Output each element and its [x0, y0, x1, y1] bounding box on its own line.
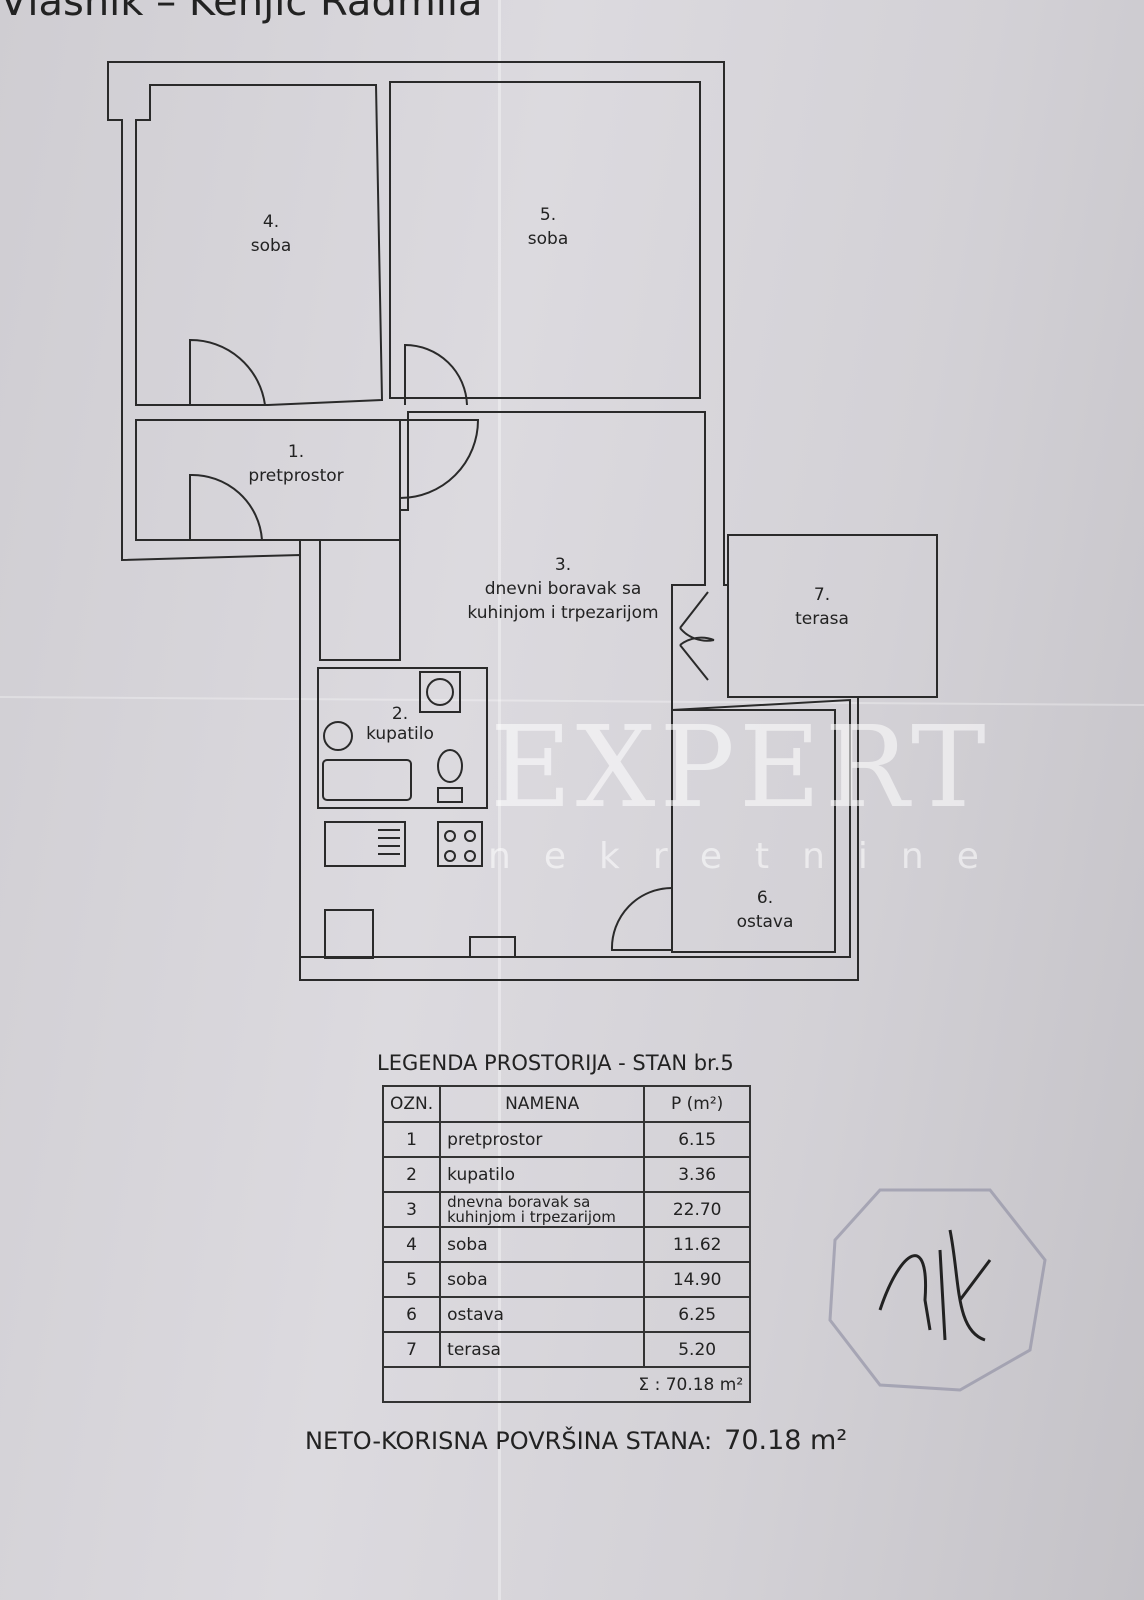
room-4-outline [135, 84, 384, 406]
net-area: NETO-KORISNA POVRŠINA STANA:70.18 m² [305, 1425, 848, 1456]
stove-fixture [437, 821, 483, 867]
watermark-subtitle: nekretnine [488, 836, 1012, 877]
room-6-label: 6.ostava [736, 888, 794, 932]
cell-ozn: 5 [381, 1261, 442, 1298]
cell-namena: terasa [439, 1331, 646, 1368]
cell-ozn: 4 [381, 1226, 442, 1263]
cell-namena: dnevna boravak sa kuhinjom i trpezarijom [439, 1191, 646, 1228]
cell-ozn: 3 [381, 1191, 442, 1228]
room-5-label: 5.soba [527, 205, 569, 249]
cell-p: 3.36 [643, 1156, 752, 1193]
cell-p: 11.62 [643, 1226, 752, 1263]
kitchen-sink-fixture [324, 821, 406, 867]
terrace-outline [727, 534, 938, 698]
cell-p: 5.20 [643, 1331, 752, 1368]
room-3-outline [299, 411, 851, 958]
washer-fixture [419, 671, 461, 713]
legend-title: LEGENDA PROSTORIJA - STAN br.5 [377, 1051, 734, 1075]
door-bathroom [399, 419, 480, 499]
toilet-fixture [437, 749, 463, 783]
cell-p: 6.25 [643, 1296, 752, 1333]
cell-namena: ostava [439, 1296, 646, 1333]
paper-fold [498, 0, 501, 1600]
room-5-outline [389, 81, 701, 399]
cell-p: 6.15 [643, 1121, 752, 1158]
table-sum-row: Σ : 70.18 m² [381, 1366, 752, 1403]
door-ostava [610, 887, 673, 951]
cell-namena: pretprostor [439, 1121, 646, 1158]
owner-text: Vlasnik – Kenjić Radmila [0, 0, 483, 25]
door-terrace [679, 591, 715, 681]
room-6-outline [671, 709, 836, 953]
cell-p: 14.90 [643, 1261, 752, 1298]
room-1-label: 1.pretprostor [248, 442, 344, 486]
cell-ozn: 1 [381, 1121, 442, 1158]
sink-fixture [323, 721, 353, 751]
stamp [828, 1188, 1047, 1392]
cell-ozn: 2 [381, 1156, 442, 1193]
door-room-4 [189, 338, 266, 406]
room-2-outline [317, 667, 488, 809]
bathtub-fixture [322, 759, 412, 801]
door-room-1 [189, 473, 263, 541]
outer-wall [107, 61, 859, 981]
room-7-label: 7.terasa [795, 585, 849, 629]
room-4-label: 4.soba [250, 212, 292, 256]
cell-namena: soba [439, 1226, 646, 1263]
cell-ozn: 6 [381, 1296, 442, 1333]
room-2-label: 2.kupatilo [366, 704, 434, 744]
cell-namena: kupatilo [439, 1156, 646, 1193]
table-header-row: OZN. NAMENA P (m²) [381, 1085, 752, 1123]
cell-namena: soba [439, 1261, 646, 1298]
fridge-fixture [324, 909, 374, 959]
watermark-logo: EXPERT [490, 703, 990, 833]
chimney [469, 936, 516, 958]
cell-ozn: 7 [381, 1331, 442, 1368]
signature [878, 1229, 992, 1342]
door-room-5 [404, 343, 468, 406]
cell-p: 22.70 [643, 1191, 752, 1228]
